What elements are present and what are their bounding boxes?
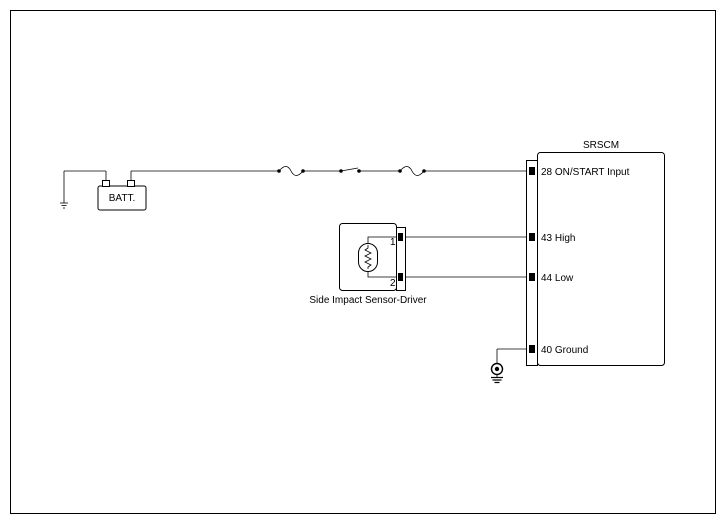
battery: BATT. [97,180,147,211]
pin-terminal [529,345,535,353]
chassis-ground-icon [60,171,68,209]
pin-terminal [398,233,403,241]
fuse-icon [398,166,426,176]
battery-label: BATT. [109,193,135,204]
pin-label-ground: 40 Ground [541,345,588,356]
side-impact-sensor: 1 2 Side Impact Sensor-Driver [309,223,427,306]
sensor-internal-wire [367,236,396,245]
pin-terminal [529,233,535,241]
module-connector-strip [526,160,538,366]
fuse-icon [277,166,305,176]
sensor-pin-1: 1 [390,237,396,248]
module-title: SRSCM [583,140,619,151]
resistor-icon [358,243,378,272]
pin-terminal [398,273,403,281]
page-border [10,10,716,514]
ignition-switch-icon [339,167,361,173]
sensor-pin-2: 2 [390,278,396,289]
pin-label-on-start: 28 ON/START Input [541,167,630,178]
srscm-module: SRSCM 28 ON/START Input 43 High 44 Low 4… [526,140,665,366]
body-ground-icon [490,362,504,384]
sensor-label: Side Impact Sensor-Driver [309,295,427,306]
pin-label-high: 43 High [541,233,575,244]
pin-terminal [529,167,535,175]
pin-terminal [529,273,535,281]
module-body [537,152,665,366]
pin-label-low: 44 Low [541,273,574,284]
